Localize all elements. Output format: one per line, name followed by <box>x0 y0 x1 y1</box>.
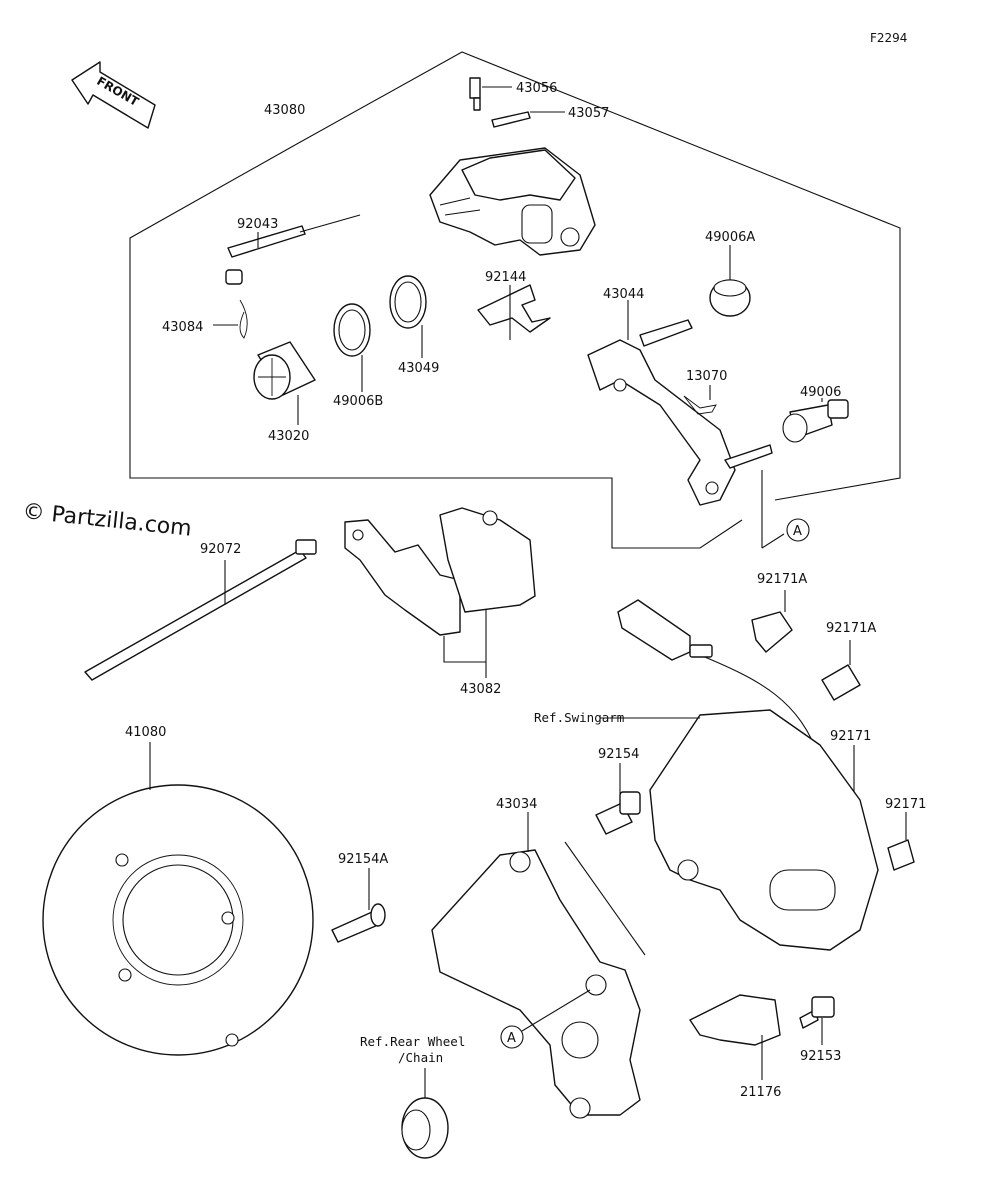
pin-boot-a <box>709 245 751 317</box>
label-43057: 43057 <box>568 106 609 121</box>
label-49006A: 49006A <box>705 230 755 245</box>
sensor-clip-2 <box>887 812 915 871</box>
label-92154: 92154 <box>598 747 639 762</box>
label-43084: 43084 <box>162 320 203 335</box>
front-arrow-icon: FRONT <box>71 61 156 129</box>
label-21176: 21176 <box>740 1085 781 1100</box>
bleeder-valve <box>469 77 512 111</box>
brake-disc <box>42 742 314 1056</box>
rear-wheel-reference-line2: /Chain <box>398 1050 443 1065</box>
pin <box>225 214 361 285</box>
label-43034: 43034 <box>496 797 537 812</box>
label-43056: 43056 <box>516 81 557 96</box>
swingarm-reference <box>600 709 879 951</box>
figure-id: F2294 <box>870 31 907 45</box>
pin-boot <box>782 398 849 443</box>
label-43080: 43080 <box>264 103 305 118</box>
label-13070: 13070 <box>686 369 727 384</box>
label-92171-1: 92171 <box>830 729 871 744</box>
label-49006: 49006 <box>800 385 841 400</box>
label-43049: 43049 <box>398 361 439 376</box>
label-92153: 92153 <box>800 1049 841 1064</box>
caliper-bracket <box>587 300 773 506</box>
callout-a-upper-label: A <box>793 524 802 539</box>
sensor-mount <box>689 994 781 1080</box>
watermark: © Partzilla.com <box>21 499 192 542</box>
sensor-clamp-1 <box>751 590 793 653</box>
bleeder-cap <box>491 111 565 128</box>
label-92154A: 92154A <box>338 852 388 867</box>
label-49006B: 49006B <box>333 394 383 409</box>
rear-wheel-reference-line1: Ref.Rear Wheel <box>360 1034 465 1049</box>
disc-bolt <box>331 868 386 943</box>
label-92171A-1: 92171A <box>757 572 807 587</box>
caliper-body <box>429 147 596 256</box>
callout-a-lower: A <box>500 989 591 1049</box>
label-92171A-2: 92171A <box>826 621 876 636</box>
pad-spring <box>477 284 551 340</box>
bolt-92153 <box>799 996 835 1045</box>
label-43020: 43020 <box>268 429 309 444</box>
cable-tie <box>84 539 317 681</box>
dust-seal <box>333 303 371 392</box>
wheel-collar <box>401 1068 449 1159</box>
sensor-clamp-2 <box>821 640 861 701</box>
piston-seal <box>389 275 427 358</box>
callout-a-upper: A <box>761 470 810 549</box>
label-92171-2: 92171 <box>885 797 926 812</box>
swingarm-reference-label: Ref.Swingarm <box>534 710 624 725</box>
label-43044: 43044 <box>603 287 644 302</box>
bracket-plate <box>683 385 717 415</box>
torque-bracket <box>431 812 646 1119</box>
label-92144: 92144 <box>485 270 526 285</box>
callout-a-lower-label: A <box>507 1031 516 1046</box>
label-92072: 92072 <box>200 542 241 557</box>
piston <box>253 341 316 425</box>
label-41080: 41080 <box>125 725 166 740</box>
brake-pads <box>344 507 536 678</box>
clip <box>213 299 248 339</box>
label-92043: 92043 <box>237 217 278 232</box>
caliper-assembly-outline <box>294 51 901 501</box>
label-43082: 43082 <box>460 682 501 697</box>
bolt-92154 <box>595 763 641 835</box>
